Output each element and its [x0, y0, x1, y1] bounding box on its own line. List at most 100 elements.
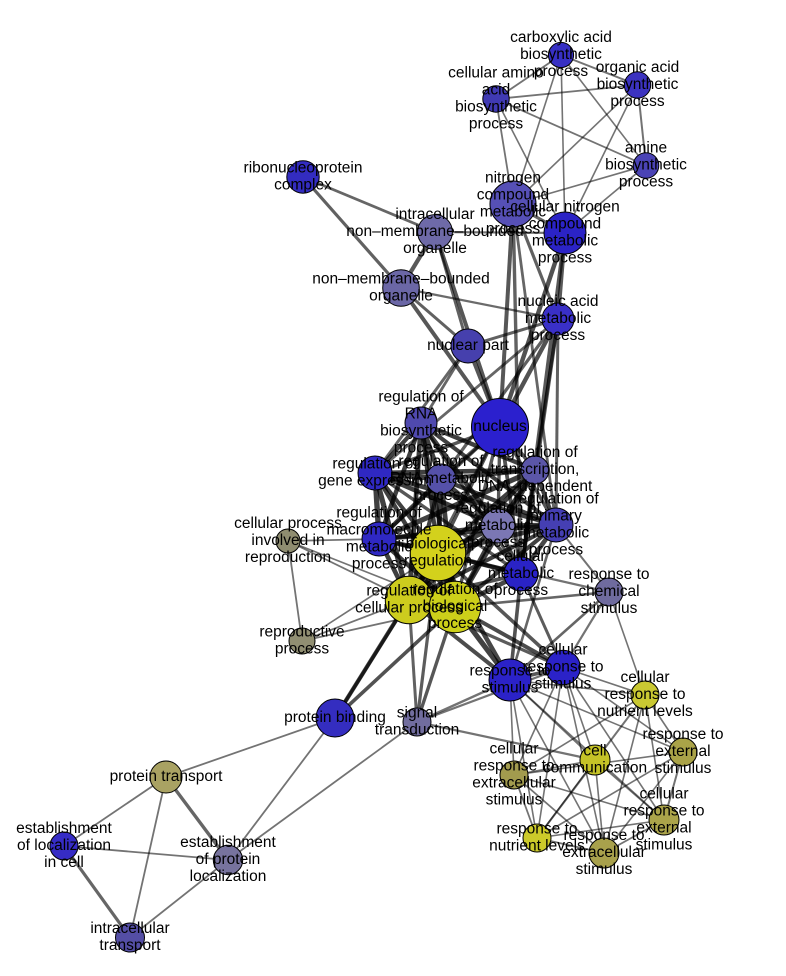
- svg-text:metabolic: metabolic: [532, 232, 599, 249]
- svg-text:amine: amine: [625, 139, 667, 156]
- svg-text:protein transport: protein transport: [110, 768, 224, 785]
- svg-text:response to: response to: [564, 827, 645, 844]
- svg-text:organelle: organelle: [403, 240, 467, 257]
- svg-text:involved in: involved in: [251, 532, 324, 549]
- svg-text:non–membrane–bounded: non–membrane–bounded: [312, 270, 490, 287]
- svg-text:metabolic: metabolic: [346, 538, 413, 555]
- svg-text:transport: transport: [99, 937, 161, 954]
- svg-text:cellular process: cellular process: [355, 599, 463, 616]
- svg-text:process: process: [414, 487, 469, 504]
- svg-text:cellular: cellular: [639, 785, 688, 802]
- svg-text:stimulus: stimulus: [482, 679, 539, 696]
- svg-text:process: process: [486, 220, 541, 237]
- svg-text:response to: response to: [497, 820, 578, 837]
- svg-text:metabolic: metabolic: [523, 524, 590, 541]
- svg-text:cellular amino: cellular amino: [448, 64, 544, 81]
- svg-text:cell: cell: [583, 742, 606, 759]
- svg-text:metabolic: metabolic: [465, 517, 532, 534]
- svg-text:complex: complex: [274, 176, 332, 193]
- svg-text:organic acid: organic acid: [596, 59, 680, 76]
- svg-text:regulation of: regulation of: [336, 504, 422, 521]
- svg-text:process: process: [471, 534, 526, 551]
- svg-text:establishment: establishment: [16, 820, 112, 837]
- svg-text:process: process: [610, 93, 665, 110]
- svg-text:intracellular: intracellular: [395, 206, 474, 223]
- svg-text:nucleus: nucleus: [473, 418, 527, 435]
- svg-text:nutrient levels: nutrient levels: [597, 703, 693, 720]
- svg-text:cellular process: cellular process: [234, 515, 342, 532]
- svg-text:RNA metabolic: RNA metabolic: [390, 470, 493, 487]
- svg-text:nitrogen: nitrogen: [485, 169, 541, 186]
- svg-text:cellular: cellular: [496, 548, 545, 565]
- svg-text:metabolic: metabolic: [480, 203, 547, 220]
- svg-text:cellular: cellular: [620, 669, 669, 686]
- svg-text:of protein: of protein: [196, 851, 261, 868]
- svg-text:process: process: [469, 115, 524, 132]
- svg-text:nucleic acid: nucleic acid: [518, 293, 599, 310]
- svg-text:transduction: transduction: [375, 721, 459, 738]
- svg-text:organelle: organelle: [369, 287, 433, 304]
- svg-text:signal: signal: [397, 704, 438, 721]
- svg-text:regulation of: regulation of: [492, 444, 578, 461]
- svg-text:response to: response to: [643, 726, 724, 743]
- svg-text:process: process: [619, 173, 674, 190]
- svg-text:non–membrane–bounded: non–membrane–bounded: [346, 223, 524, 240]
- svg-text:response to: response to: [470, 662, 551, 679]
- svg-text:biosynthetic: biosynthetic: [380, 422, 462, 439]
- svg-text:acid: acid: [482, 81, 510, 98]
- svg-text:biological: biological: [406, 535, 471, 552]
- svg-text:response to: response to: [569, 566, 650, 583]
- svg-text:nutrient levels: nutrient levels: [489, 837, 585, 854]
- svg-text:chemical: chemical: [578, 583, 639, 600]
- svg-text:external: external: [655, 743, 710, 760]
- svg-text:stimulus: stimulus: [535, 675, 592, 692]
- svg-text:reproductive: reproductive: [259, 623, 344, 640]
- svg-text:extracellular: extracellular: [472, 774, 556, 791]
- svg-text:biosynthetic: biosynthetic: [605, 156, 687, 173]
- svg-text:process: process: [352, 555, 407, 572]
- svg-text:nuclear part: nuclear part: [427, 337, 510, 354]
- svg-text:regulation of: regulation of: [455, 500, 541, 517]
- svg-text:regulation: regulation: [404, 552, 472, 569]
- svg-text:transcription,: transcription,: [491, 461, 580, 478]
- svg-text:intracellular: intracellular: [90, 920, 169, 937]
- svg-text:metabolic: metabolic: [488, 565, 555, 582]
- svg-text:ribonucleoprotein: ribonucleoprotein: [244, 159, 363, 176]
- svg-text:process: process: [494, 582, 549, 599]
- svg-text:regulation of: regulation of: [398, 453, 484, 470]
- svg-text:stimulus: stimulus: [655, 760, 712, 777]
- svg-text:stimulus: stimulus: [576, 861, 633, 878]
- svg-text:regulation of: regulation of: [378, 388, 464, 405]
- svg-text:process: process: [538, 249, 593, 266]
- svg-text:process: process: [428, 615, 483, 632]
- svg-text:process: process: [531, 327, 586, 344]
- svg-text:cellular: cellular: [538, 641, 587, 658]
- svg-text:regulation of: regulation of: [366, 582, 452, 599]
- svg-text:of localization: of localization: [17, 837, 111, 854]
- svg-text:localization: localization: [190, 868, 267, 885]
- svg-text:stimulus: stimulus: [636, 836, 693, 853]
- svg-text:carboxylic acid: carboxylic acid: [510, 29, 612, 46]
- svg-text:process: process: [275, 640, 330, 657]
- svg-text:biological: biological: [423, 598, 488, 615]
- svg-text:compound: compound: [529, 215, 601, 232]
- svg-text:biosynthetic: biosynthetic: [520, 46, 602, 63]
- svg-text:regulation of: regulation of: [513, 490, 599, 507]
- svg-text:stimulus: stimulus: [486, 791, 543, 808]
- svg-text:biosynthetic: biosynthetic: [597, 76, 679, 93]
- svg-text:metabolic: metabolic: [525, 310, 592, 327]
- svg-text:protein binding: protein binding: [284, 709, 386, 726]
- svg-text:response to: response to: [474, 757, 555, 774]
- svg-text:response to: response to: [523, 658, 604, 675]
- svg-text:biosynthetic: biosynthetic: [455, 98, 537, 115]
- svg-text:primary: primary: [530, 507, 582, 524]
- svg-text:establishment: establishment: [180, 834, 276, 851]
- svg-text:process: process: [529, 541, 584, 558]
- svg-text:response to: response to: [605, 686, 686, 703]
- svg-text:process: process: [394, 439, 449, 456]
- svg-text:in cell: in cell: [44, 854, 84, 871]
- svg-text:compound: compound: [477, 186, 549, 203]
- svg-text:gene expression: gene expression: [318, 472, 432, 489]
- svg-text:DNA–dependent: DNA–dependent: [478, 478, 593, 495]
- svg-text:extracellular: extracellular: [562, 844, 646, 861]
